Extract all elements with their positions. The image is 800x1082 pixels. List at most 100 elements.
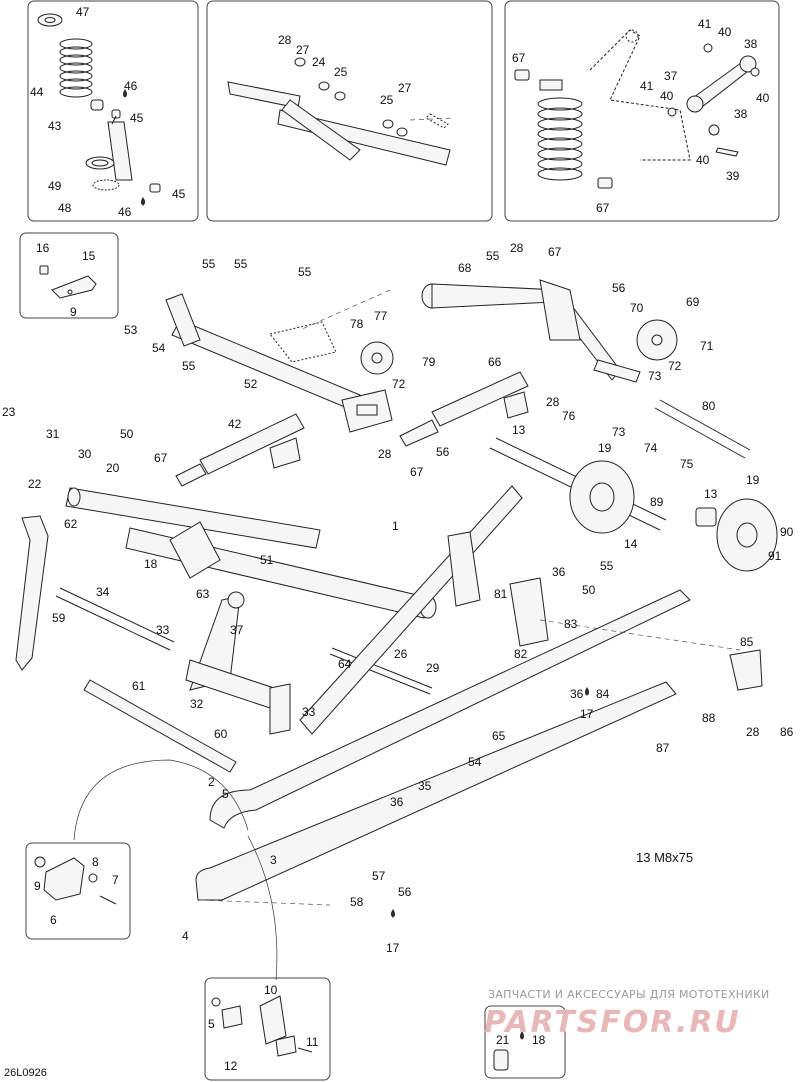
callout-56: 56: [398, 885, 412, 899]
callout-19: 19: [598, 441, 612, 455]
callout-36: 36: [570, 687, 584, 701]
callout-18: 18: [144, 557, 158, 571]
callout-41: 41: [698, 17, 712, 31]
callout-34: 34: [96, 585, 110, 599]
callout-53: 53: [124, 323, 138, 337]
callout-89: 89: [650, 495, 664, 509]
center-link-drawing: [185, 591, 291, 735]
callout-29: 29: [426, 661, 440, 675]
callout-5: 5: [222, 787, 229, 801]
callout-22: 22: [28, 477, 42, 491]
callout-13: 13: [512, 423, 526, 437]
callout-39: 39: [726, 169, 740, 183]
callout-55: 55: [182, 359, 196, 373]
callout-78: 78: [350, 317, 364, 331]
callout-45: 45: [130, 111, 144, 125]
watermark-logo-text: PARTSFOR.RU: [484, 1005, 741, 1040]
callout-10: 10: [264, 983, 278, 997]
callout-91: 91: [768, 549, 782, 563]
callout-45: 45: [172, 187, 186, 201]
callout-13: 13: [704, 487, 718, 501]
callout-52: 52: [244, 377, 258, 391]
callout-67: 67: [410, 465, 424, 479]
callout-44: 44: [30, 85, 44, 99]
callout-42: 42: [228, 417, 242, 431]
callout-8: 8: [92, 855, 99, 869]
callout-56: 56: [436, 445, 450, 459]
callout-28: 28: [378, 447, 392, 461]
linkage-drawing: [514, 29, 760, 189]
callout-40: 40: [660, 89, 674, 103]
callout-54: 54: [468, 755, 482, 769]
callout-72: 72: [668, 359, 682, 373]
callout-33: 33: [156, 623, 170, 637]
callout-41: 41: [640, 79, 654, 93]
callout-58: 58: [350, 895, 364, 909]
inset-frame-bracket: [19, 232, 119, 319]
callout-68: 68: [458, 261, 472, 275]
callout-85: 85: [740, 635, 754, 649]
callout-80: 80: [702, 399, 716, 413]
stopper-drawing: [34, 856, 117, 905]
callout-54: 54: [152, 341, 166, 355]
callout-69: 69: [686, 295, 700, 309]
callout-27: 27: [398, 81, 412, 95]
rear-arm-drawing: [165, 293, 394, 433]
callout-67: 67: [512, 51, 526, 65]
callout-27: 27: [296, 43, 310, 57]
callout-35: 35: [418, 779, 432, 793]
inset-frame-shock: [27, 0, 199, 222]
callout-48: 48: [58, 201, 72, 215]
callout-55: 55: [298, 265, 312, 279]
callout-36: 36: [552, 565, 566, 579]
callout-72: 72: [392, 377, 406, 391]
inset-frame-linkage: [504, 0, 780, 222]
callout-36: 36: [390, 795, 404, 809]
watermark-caption: ЗАПЧАСТИ И АКСЕССУАРЫ ДЛЯ МОТОТЕХНИКИ: [488, 988, 770, 1001]
callout-61: 61: [132, 679, 146, 693]
callout-77: 77: [374, 309, 388, 323]
callout-17: 17: [386, 941, 400, 955]
rail-frame-drawing: [195, 485, 763, 901]
callout-4: 4: [182, 929, 189, 943]
callout-59: 59: [52, 611, 66, 625]
callout-28: 28: [746, 725, 760, 739]
callout-46: 46: [118, 205, 132, 219]
assembly-dash-1: [299, 289, 391, 331]
grease-drop-icon-2: [391, 909, 395, 918]
callout-82: 82: [514, 647, 528, 661]
callout-17: 17: [580, 707, 594, 721]
callout-1: 1: [392, 519, 399, 533]
callout-20: 20: [106, 461, 120, 475]
callout-84: 84: [596, 687, 610, 701]
grease-fitting-drawing: [493, 1031, 524, 1071]
callout-19: 19: [746, 473, 760, 487]
callout-28: 28: [510, 241, 524, 255]
inset-frame-slider-end: [204, 977, 331, 1081]
callout-43: 43: [48, 119, 62, 133]
callout-57: 57: [372, 869, 386, 883]
callout-79: 79: [422, 355, 436, 369]
zoom-connector-bottom: [247, 835, 278, 981]
callout-28: 28: [546, 395, 560, 409]
limiter-strap-drawing: [15, 515, 49, 671]
callout-24: 24: [312, 55, 326, 69]
callout-65: 65: [492, 729, 506, 743]
callout-40: 40: [718, 25, 732, 39]
callout-90: 90: [780, 525, 794, 539]
callout-50: 50: [582, 583, 596, 597]
shock-absorber-drawing: [37, 13, 161, 206]
callout-28: 28: [278, 33, 292, 47]
callout-15: 15: [82, 249, 96, 263]
inset-frame-fitting: [484, 1005, 566, 1079]
callout-71: 71: [700, 339, 714, 353]
center-shock-drawing: [175, 413, 305, 487]
callout-14: 14: [624, 537, 638, 551]
callout-31: 31: [46, 427, 60, 441]
callout-66: 66: [488, 355, 502, 369]
grease-drop-icon: [585, 687, 589, 696]
callout-49: 49: [48, 179, 62, 193]
callout-25: 25: [380, 93, 394, 107]
